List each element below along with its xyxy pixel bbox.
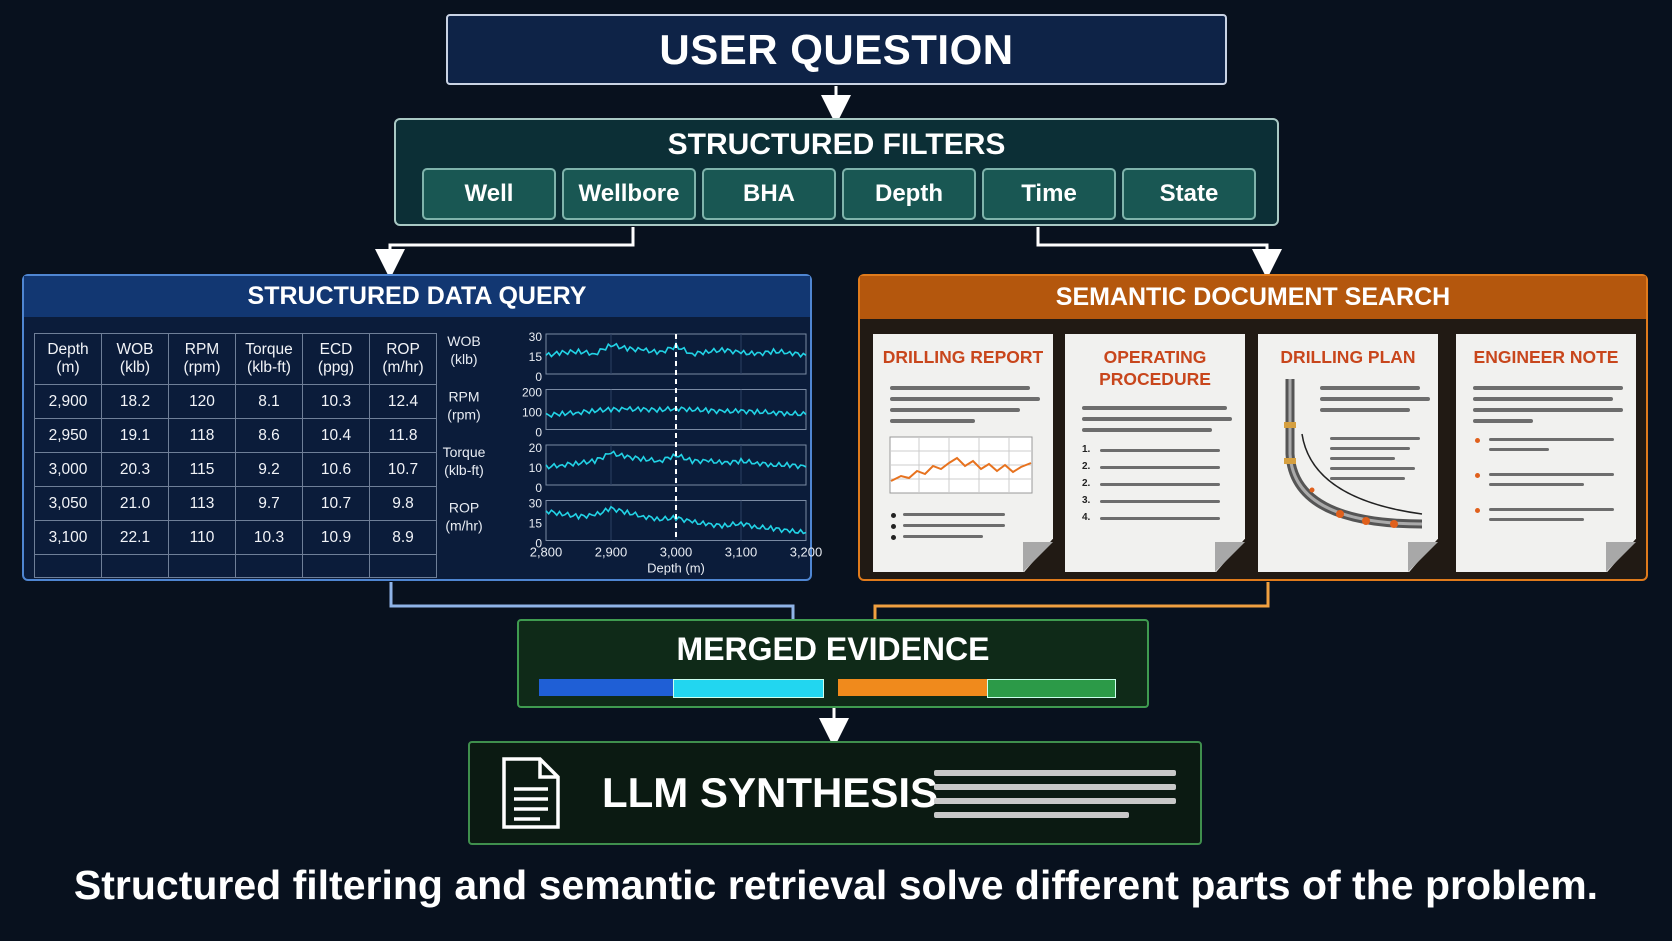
llm-synthesis-box: LLM SYNTHESIS	[468, 741, 1202, 845]
llm-synthesis-title: LLM SYNTHESIS	[602, 769, 939, 816]
doc-title: ENGINEER NOTE	[1473, 347, 1619, 367]
x-tick-label: 3,200	[790, 545, 823, 560]
evidence-segment	[539, 679, 673, 696]
arrow-filters-to-semantic-search	[1036, 227, 1282, 279]
merged-evidence-box: MERGED EVIDENCE	[517, 619, 1149, 708]
evidence-segment	[673, 679, 824, 698]
x-tick-label: 3,000	[660, 545, 693, 560]
page-fold	[1215, 542, 1245, 572]
column-header: Depth(m)	[34, 333, 102, 385]
merged-evidence-title: MERGED EVIDENCE	[676, 631, 990, 667]
panel-unit: (rpm)	[447, 407, 480, 423]
structured-data-query-title: STRUCTURED DATA QUERY	[24, 276, 810, 317]
column-header: WOB(klb)	[101, 333, 169, 385]
evidence-segment	[987, 679, 1116, 698]
column-header: Torque(klb-ft)	[235, 333, 303, 385]
x-tick-label: 2,800	[530, 545, 563, 560]
column-header: ROP(m/hr)	[369, 333, 437, 385]
y-tick-label: 15	[529, 350, 543, 364]
doc-drilling-plan[interactable]: DRILLING PLAN	[1258, 334, 1438, 572]
page-fold	[1606, 542, 1636, 572]
semantic-document-search-panel: SEMANTIC DOCUMENT SEARCH DRILLING REPORT…	[858, 274, 1648, 581]
caption: Structured filtering and semantic retrie…	[73, 862, 1599, 908]
filter-chip-time[interactable]: Time	[982, 168, 1116, 220]
y-tick-label: 200	[522, 386, 542, 400]
structured-data-query-panel: STRUCTURED DATA QUERY Depth(m) WOB(klb) …	[22, 274, 823, 581]
panel-label: RPM	[448, 389, 479, 405]
semantic-document-search-title: SEMANTIC DOCUMENT SEARCH	[860, 276, 1646, 319]
y-tick-label: 0	[535, 481, 542, 495]
panel-unit: (m/hr)	[445, 518, 482, 534]
x-axis-label: Depth (m)	[647, 561, 705, 576]
panel-unit: (klb-ft)	[444, 462, 484, 478]
structured-filters-title: STRUCTURED FILTERS	[667, 128, 1006, 161]
doc-title: DRILLING REPORT	[882, 347, 1044, 367]
y-tick-label: 100	[522, 406, 542, 420]
y-tick-label: 10	[529, 461, 543, 475]
page-fold	[1408, 542, 1438, 572]
panel-unit: (klb)	[450, 351, 477, 367]
drilling-data-table: Depth(m) WOB(klb) RPM(rpm) Torque(klb-ft…	[34, 333, 437, 578]
doc-drilling-report[interactable]: DRILLING REPORT	[873, 334, 1053, 572]
column-header: ECD(ppg)	[302, 333, 370, 385]
y-tick-label: 0	[535, 370, 542, 384]
arrow-filters-to-data-query	[375, 227, 635, 279]
doc-title: DRILLING PLAN	[1280, 347, 1416, 367]
table-row	[34, 554, 437, 578]
filter-chip-well[interactable]: Well	[422, 168, 556, 220]
y-tick-label: 30	[529, 330, 543, 344]
structured-filters-box: STRUCTURED FILTERS Well Wellbore BHA Dep…	[394, 118, 1279, 226]
series-line	[545, 505, 807, 535]
panel-label: WOB	[447, 333, 480, 349]
page-fold	[1023, 542, 1053, 572]
y-tick-label: 20	[529, 441, 543, 455]
drilling-log-chart: WOB(klb)30150RPM(rpm)2001000Torque(klb-f…	[443, 330, 823, 576]
y-tick-label: 0	[535, 537, 542, 551]
x-tick-label: 2,900	[595, 545, 628, 560]
filter-chip-wellbore[interactable]: Wellbore	[562, 168, 696, 220]
doc-operating-procedure[interactable]: OPERATING PROCEDURE 1. 2. 2. 3. 4.	[1065, 334, 1245, 572]
mini-chart-icon	[889, 436, 1033, 494]
connector-data-to-merged	[389, 582, 795, 619]
y-tick-label: 30	[529, 497, 543, 511]
well-trajectory-icon	[1284, 379, 1423, 529]
y-tick-label: 15	[529, 517, 543, 531]
document-icon	[502, 757, 560, 829]
doc-engineer-note[interactable]: ENGINEER NOTE	[1456, 334, 1636, 572]
x-tick-label: 3,100	[725, 545, 758, 560]
connector-semantic-to-merged	[873, 582, 1270, 619]
y-tick-label: 0	[535, 426, 542, 440]
panel-label: Torque	[443, 444, 486, 460]
column-header: RPM(rpm)	[168, 333, 236, 385]
user-question-box: USER QUESTION	[446, 14, 1227, 85]
doc-title: OPERATING PROCEDURE	[1099, 347, 1211, 389]
series-line	[545, 450, 807, 470]
evidence-segment	[838, 679, 987, 696]
filter-chip-depth[interactable]: Depth	[842, 168, 976, 220]
filter-chip-state[interactable]: State	[1122, 168, 1256, 220]
table-header-row: Depth(m) WOB(klb) RPM(rpm) Torque(klb-ft…	[34, 333, 437, 385]
panel-label: ROP	[449, 500, 479, 516]
filter-chip-bha[interactable]: BHA	[702, 168, 836, 220]
